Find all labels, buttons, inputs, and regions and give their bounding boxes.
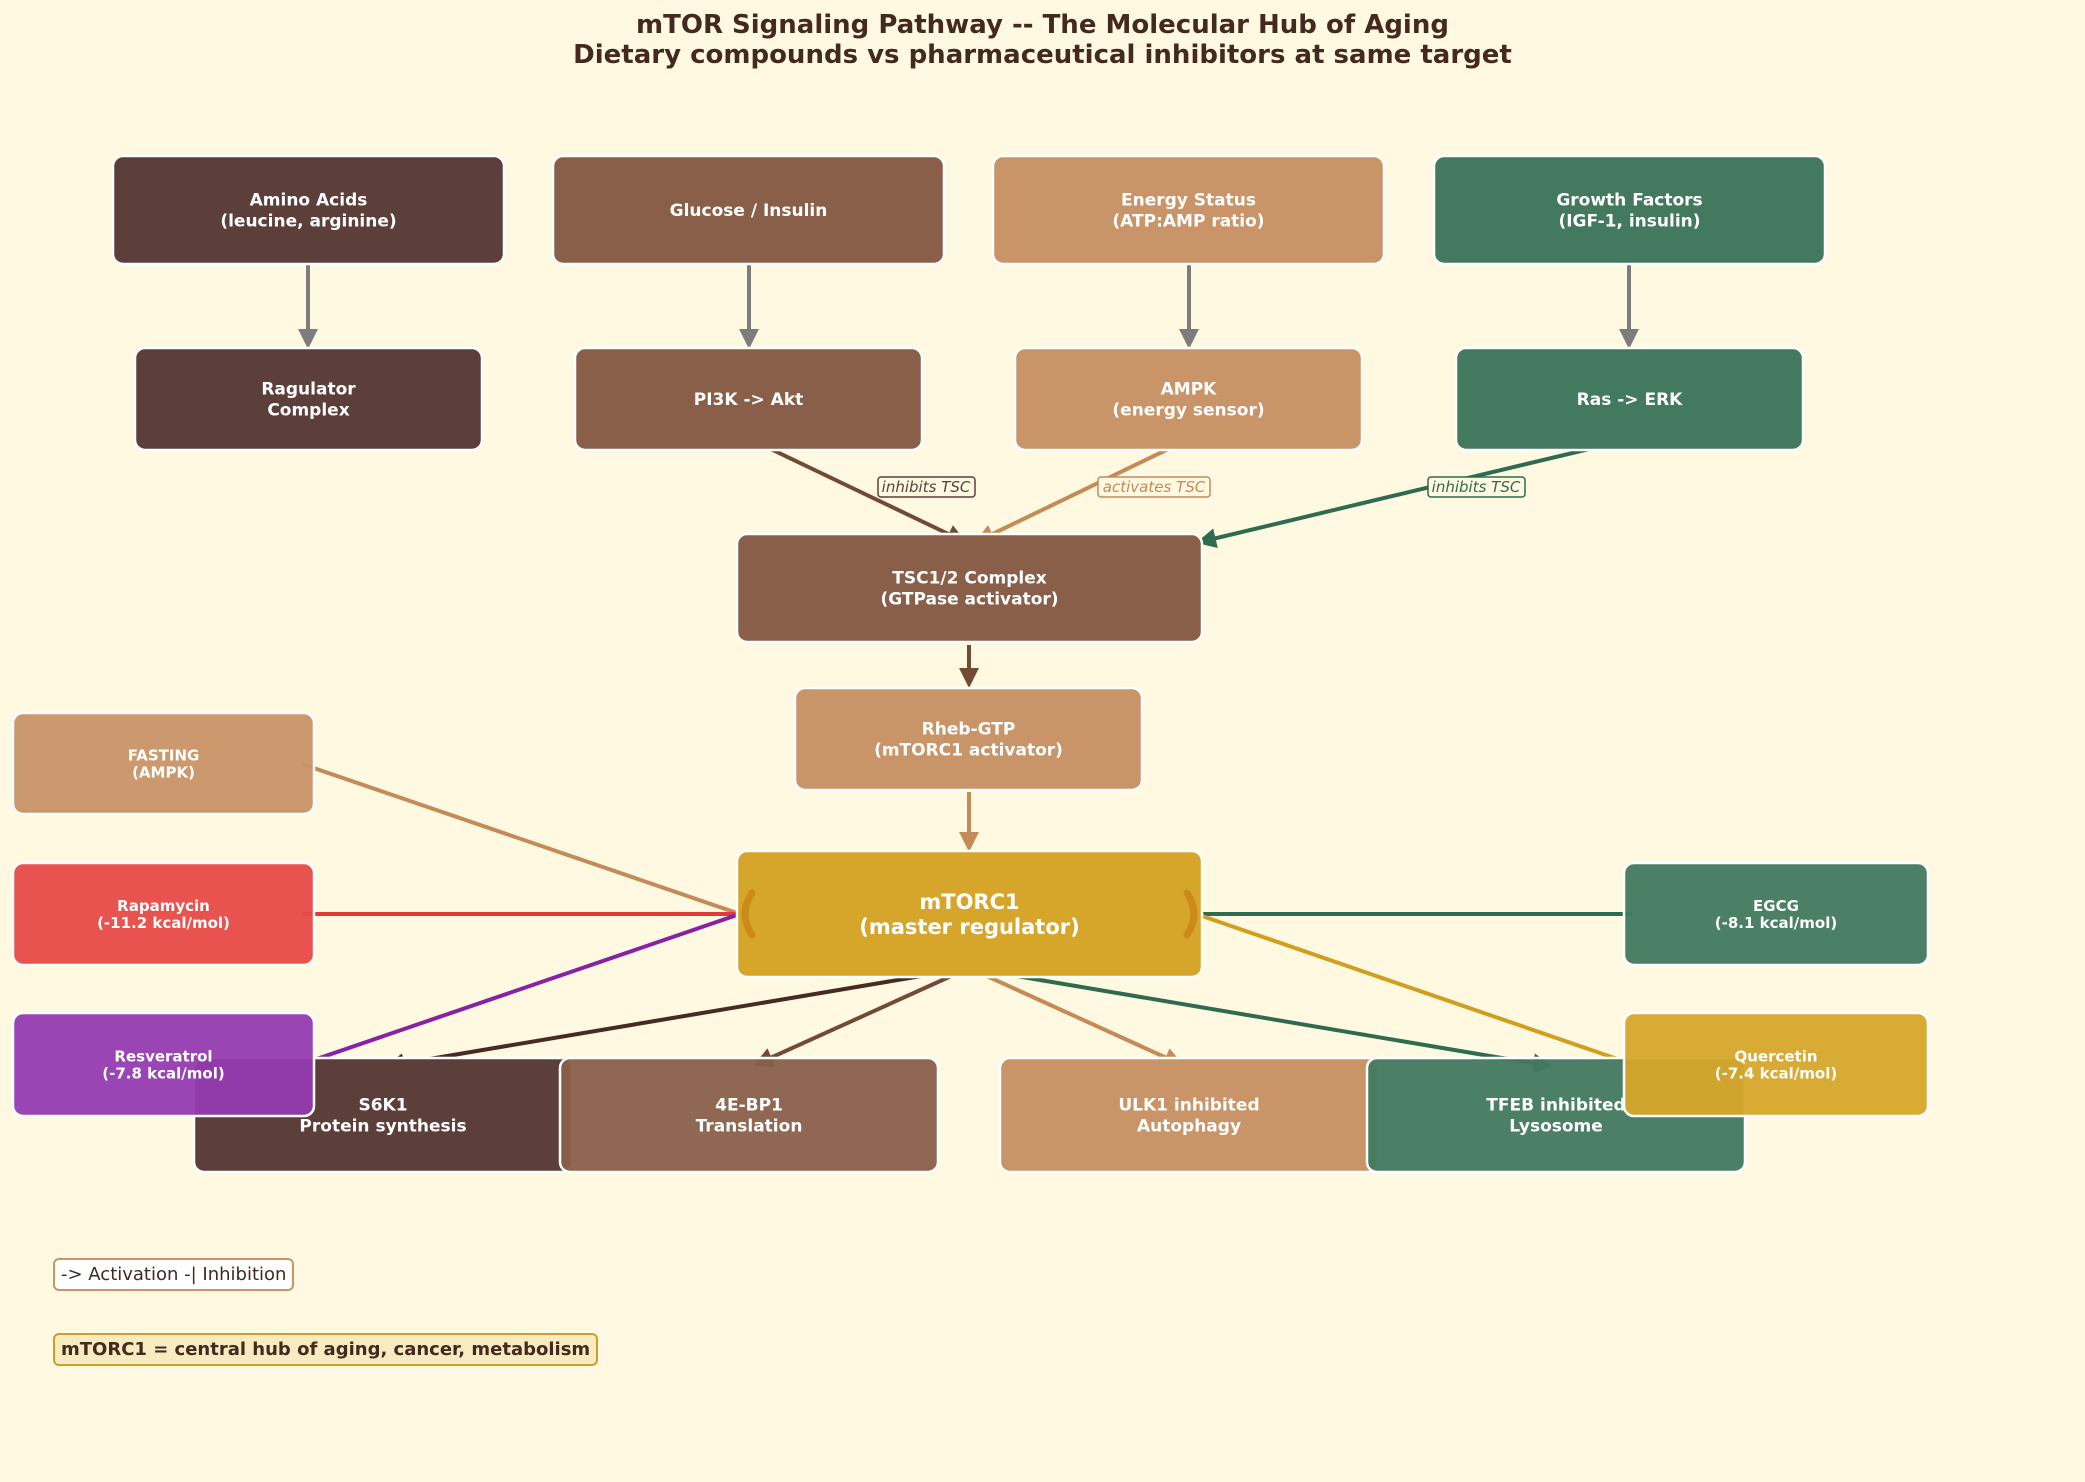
node-mtorc1: mTORC1(master regulator) — [735, 849, 1204, 979]
node-egcg: EGCG(-8.1 kcal/mol) — [1622, 861, 1930, 967]
node-ragulator-label-1: Ragulator — [261, 380, 356, 400]
edge-label-ampk-tsc: activates TSC — [1097, 476, 1211, 498]
node-glucose-label-1: Glucose / Insulin — [670, 201, 828, 221]
edge-label-ras-tsc: inhibits TSC — [1427, 476, 1526, 498]
node-ras: Ras -> ERK — [1454, 346, 1805, 452]
node-growth-label-1: Growth Factors — [1556, 191, 1702, 211]
edge-pi3k-tsc — [751, 438, 967, 544]
node-tsc: TSC1/2 Complex(GTPase activator) — [735, 532, 1204, 644]
node-fasting: FASTING(AMPK) — [11, 711, 316, 816]
node-quercetin-label-2: (-7.4 kcal/mol) — [1715, 1064, 1837, 1082]
edges-layer — [298, 260, 1639, 1074]
node-tfeb-label-2: Lysosome — [1509, 1117, 1603, 1137]
node-mtorc1-label-2: (master regulator) — [859, 915, 1079, 939]
legend-note: mTORC1 = central hub of aging, cancer, m… — [53, 1333, 599, 1366]
nodes-layer: Amino Acids(leucine, arginine) Glucose / … — [11, 154, 1930, 1174]
node-ebp1-label-1: 4E-BP1 — [715, 1096, 783, 1116]
inhibition-bracket-right — [1183, 889, 1198, 939]
node-energy: Energy Status(ATP:AMP ratio) — [991, 154, 1386, 266]
node-rheb-label-2: (mTORC1 activator) — [874, 741, 1063, 761]
node-rheb-label-1: Rheb-GTP — [922, 720, 1016, 740]
edge-resveratrol-mtorc1 — [301, 913, 738, 1066]
edge-label-pi3k-tsc: inhibits TSC — [877, 476, 976, 498]
node-ebp1-label-2: Translation — [696, 1117, 803, 1137]
svg-text:inhibits TSC: inhibits TSC — [882, 478, 971, 496]
svg-text:inhibits TSC: inhibits TSC — [1432, 478, 1521, 496]
node-mtorc1-label-1: mTORC1 — [919, 890, 1019, 914]
node-tsc-label-1: TSC1/2 Complex — [892, 569, 1046, 589]
node-ampk-label-2: (energy sensor) — [1112, 401, 1264, 421]
node-ulk1-label-2: Autophagy — [1137, 1117, 1241, 1137]
node-quercetin: Quercetin(-7.4 kcal/mol) — [1622, 1011, 1930, 1118]
edge-mtorc1-s6k1 — [384, 966, 970, 1074]
node-egcg-label-2: (-8.1 kcal/mol) — [1715, 914, 1837, 932]
node-amino-acids-label-2: (leucine, arginine) — [220, 212, 396, 232]
node-ampk: AMPK(energy sensor) — [1013, 346, 1364, 452]
node-s6k1-label-1: S6K1 — [358, 1096, 407, 1116]
edge-mtorc1-ulk1 — [968, 966, 1184, 1067]
node-growth: Growth Factors(IGF-1, insulin) — [1432, 154, 1827, 266]
node-ragulator-label-2: Complex — [267, 401, 349, 421]
node-pi3k-label-1: PI3K -> Akt — [694, 390, 804, 410]
edge-ras-tsc — [1196, 438, 1628, 549]
edge-mtorc1-tfeb — [968, 966, 1553, 1074]
node-ulk1-label-1: ULK1 inhibited — [1118, 1096, 1259, 1116]
node-fasting-label-2: (AMPK) — [132, 763, 195, 781]
edge-mtorc1-4ebp1 — [753, 966, 970, 1067]
node-tfeb-label-1: TFEB inhibited — [1486, 1096, 1625, 1116]
legend-arrows: -> Activation -| Inhibition — [53, 1258, 295, 1291]
svg-text:activates TSC: activates TSC — [1103, 478, 1206, 496]
node-resveratrol-label-1: Resveratrol — [114, 1047, 212, 1065]
node-rapamycin: Rapamycin(-11.2 kcal/mol) — [11, 861, 316, 967]
node-energy-label-2: (ATP:AMP ratio) — [1112, 212, 1264, 232]
node-growth-label-2: (IGF-1, insulin) — [1558, 212, 1700, 232]
node-fasting-label-1: FASTING — [128, 746, 200, 764]
node-pi3k: PI3K -> Akt — [573, 346, 924, 452]
node-amino-acids: Amino Acids(leucine, arginine) — [111, 154, 506, 266]
node-rapamycin-label-1: Rapamycin — [117, 897, 210, 915]
node-resveratrol-label-2: (-7.8 kcal/mol) — [102, 1064, 224, 1082]
diagram-title: mTOR Signaling Pathway -- The Molecular … — [636, 10, 1449, 40]
node-rheb: Rheb-GTP(mTORC1 activator) — [793, 686, 1144, 792]
node-amino-acids-label-1: Amino Acids — [250, 191, 368, 211]
node-ras-label-1: Ras -> ERK — [1577, 390, 1684, 410]
node-tsc-label-2: (GTPase activator) — [880, 590, 1058, 610]
edge-quercetin-mtorc1 — [1201, 914, 1633, 1066]
node-rapamycin-label-2: (-11.2 kcal/mol) — [97, 914, 230, 932]
inhibition-bracket-left — [741, 889, 756, 939]
node-glucose: Glucose / Insulin — [551, 154, 946, 266]
node-energy-label-1: Energy Status — [1121, 191, 1256, 211]
node-quercetin-label-1: Quercetin — [1734, 1047, 1817, 1065]
edge-fasting-mtorc1 — [301, 762, 738, 915]
node-egcg-label-1: EGCG — [1753, 897, 1799, 915]
node-s6k1-label-2: Protein synthesis — [299, 1117, 466, 1137]
edge-ampk-tsc — [974, 438, 1188, 544]
node-ampk-label-1: AMPK — [1161, 380, 1218, 400]
node-resveratrol: Resveratrol(-7.8 kcal/mol) — [11, 1011, 316, 1118]
diagram-subtitle: Dietary compounds vs pharmaceutical inhi… — [573, 40, 1512, 70]
